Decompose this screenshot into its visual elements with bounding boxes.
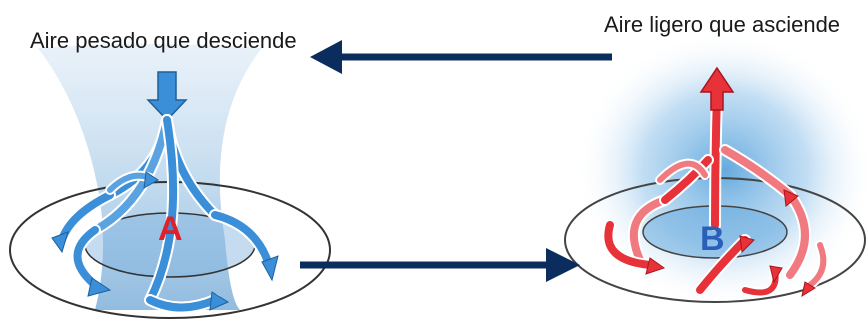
down-arrow-icon: [146, 71, 188, 122]
high-pressure-system: A: [9, 44, 331, 319]
flow-arrowheads-right: [645, 189, 816, 298]
high-pressure-letter: A: [158, 210, 183, 248]
flow-arrowheads-left: [51, 171, 279, 311]
descending-air-caption: Aire pesado que desciende: [30, 28, 297, 53]
low-pressure-system: B: [564, 30, 867, 310]
top-connector-arrow: [310, 40, 612, 74]
low-pressure-letter: B: [700, 220, 725, 258]
bottom-connector-arrow: [300, 248, 580, 282]
up-arrow-icon: [699, 66, 735, 111]
ascending-air-caption: Aire ligero que asciende: [604, 12, 841, 37]
